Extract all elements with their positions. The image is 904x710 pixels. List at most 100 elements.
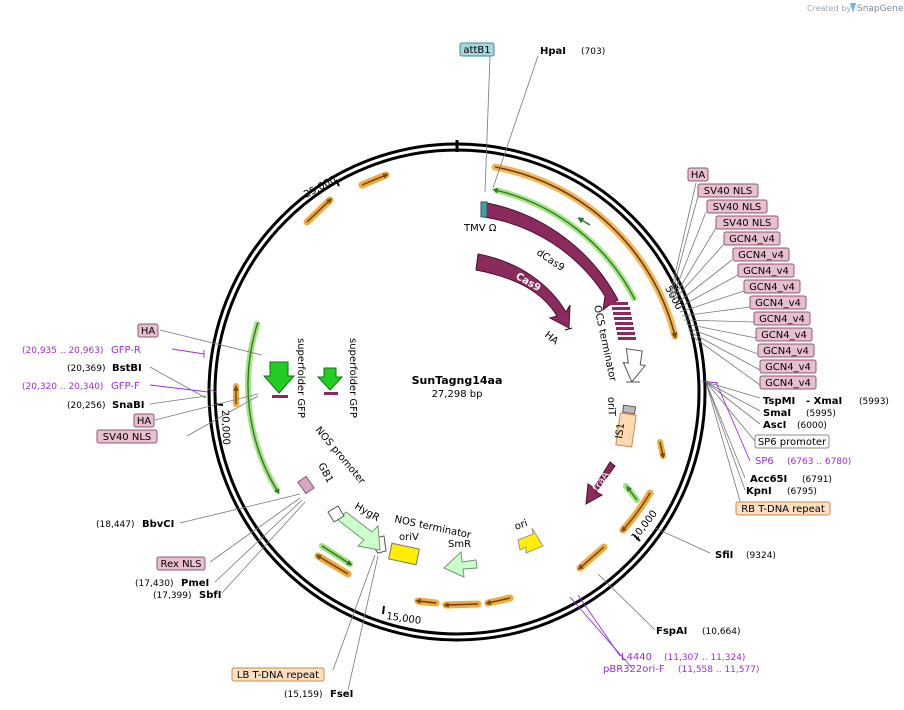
- svg-text:SV40 NLS: SV40 NLS: [723, 218, 772, 229]
- bbvci-site[interactable]: BbvCI: [142, 519, 174, 530]
- smr-label: SmR: [448, 539, 471, 550]
- gfp-f-pos: (20,320 .. 20,340): [22, 382, 103, 392]
- svg-text:LB T-DNA repeat: LB T-DNA repeat: [237, 670, 319, 681]
- hpai-site[interactable]: HpaI: [540, 46, 566, 57]
- gfp-f-primer[interactable]: GFP-F: [111, 381, 140, 392]
- gfp-r-primer[interactable]: GFP-R: [111, 345, 141, 356]
- pbr322ori-pos: (11,558 .. 11,577): [678, 665, 759, 675]
- gb1-feature[interactable]: [297, 475, 315, 495]
- dcas9-feature[interactable]: [483, 202, 619, 312]
- tmv-omega-feature[interactable]: [480, 201, 488, 218]
- svg-text:RB T-DNA repeat: RB T-DNA repeat: [741, 504, 825, 515]
- left-box-ha-2[interactable]: HA: [133, 413, 155, 428]
- sfgfp-label-2: superfolder GFP: [347, 338, 358, 418]
- right-box-ha[interactable]: HA: [687, 167, 709, 182]
- right-box-gcn4-3[interactable]: GCN4_v4: [737, 263, 795, 278]
- tick-15000: 15,000: [386, 611, 422, 627]
- plasmid-name: SunTagng14aa: [412, 374, 503, 387]
- rb-tdna-box[interactable]: RB T-DNA repeat: [735, 501, 831, 516]
- svg-text:GCN4_v4: GCN4_v4: [738, 250, 784, 261]
- svg-text:GCN4_v4: GCN4_v4: [749, 282, 795, 293]
- pmei-site[interactable]: PmeI: [181, 578, 209, 589]
- svg-text:SV40 NLS: SV40 NLS: [704, 186, 753, 197]
- ori-label: ori: [513, 518, 529, 533]
- fspai-pos: (10,664): [702, 627, 741, 637]
- svg-text:GCN4_v4: GCN4_v4: [763, 346, 809, 357]
- svg-text:GCN4_v4: GCN4_v4: [729, 234, 775, 245]
- fsei-site[interactable]: FseI: [330, 689, 353, 700]
- oriv-feature[interactable]: [388, 542, 420, 566]
- right-box-gcn4-10[interactable]: GCN4_v4: [759, 375, 817, 390]
- plasmid-length: 27,298 bp: [432, 389, 483, 400]
- tspmi-site[interactable]: TspMI: [763, 396, 795, 407]
- right-box-sv40-1[interactable]: SV40 NLS: [697, 183, 759, 198]
- is1-feature[interactable]: [615, 412, 637, 448]
- fspai-site[interactable]: FspAI: [656, 626, 687, 637]
- right-box-gcn4-7[interactable]: GCN4_v4: [755, 327, 813, 342]
- left-box-sv40-nls[interactable]: SV40 NLS: [96, 429, 158, 444]
- tmv-omega-label: TMV Ω: [463, 223, 497, 234]
- svg-text:HA: HA: [141, 326, 156, 337]
- smai-pos: (5995): [806, 409, 836, 419]
- orange-arc-top-arrow: [494, 166, 678, 340]
- snabi-site[interactable]: SnaBI: [112, 400, 144, 411]
- svg-text:Rex NLS: Rex NLS: [161, 559, 202, 570]
- right-box-sv40-2[interactable]: SV40 NLS: [706, 199, 768, 214]
- svg-text:GCN4_v4: GCN4_v4: [761, 330, 807, 341]
- l4440-primer[interactable]: L4440: [621, 652, 652, 663]
- sp6-promoter-box[interactable]: SP6 promoter: [754, 434, 830, 449]
- asci-pos: (6000): [797, 421, 827, 431]
- right-box-sv40-3[interactable]: SV40 NLS: [715, 215, 779, 230]
- right-box-gcn4-4[interactable]: GCN4_v4: [743, 279, 801, 294]
- sp6-primer[interactable]: SP6: [755, 456, 774, 467]
- right-box-gcn4-9[interactable]: GCN4_v4: [759, 359, 817, 374]
- xmai-site[interactable]: - XmaI: [806, 396, 842, 407]
- right-box-gcn4-8[interactable]: GCN4_v4: [757, 343, 815, 358]
- right-box-gcn4-5[interactable]: GCN4_v4: [749, 295, 807, 310]
- kpni-site[interactable]: KpnI: [746, 486, 772, 497]
- right-feature-boxes: HA SV40 NLS SV40 NLS SV40 NLS GCN4_v4 GC…: [687, 167, 817, 390]
- traa-feature[interactable]: [585, 461, 616, 505]
- right-box-gcn4-1[interactable]: GCN4_v4: [723, 231, 781, 246]
- pmei-pos: (17,430): [135, 579, 174, 589]
- svg-text:GCN4_v4: GCN4_v4: [755, 298, 801, 309]
- sbfi-site[interactable]: SbfI: [199, 590, 221, 601]
- attb1-box[interactable]: attB1: [459, 42, 495, 57]
- left-box-ha-1[interactable]: HA: [137, 323, 159, 338]
- ocs-terminator-feature[interactable]: [621, 348, 647, 384]
- sfgfp-feature-2[interactable]: [316, 367, 344, 391]
- bstbi-site[interactable]: BstBI: [112, 363, 142, 374]
- bstbi-pos: (20,369): [67, 364, 106, 374]
- fsei-pos: (15,159): [284, 690, 323, 700]
- asci-site[interactable]: AscI: [763, 420, 786, 431]
- snapgene-logo-icon: [850, 3, 856, 13]
- svg-text:HA: HA: [137, 416, 152, 427]
- sfii-pos: (9324): [746, 551, 776, 561]
- svg-text:GCN4_v4: GCN4_v4: [759, 314, 805, 325]
- cas9-feature[interactable]: [475, 253, 571, 329]
- svg-text:SV40 NLS: SV40 NLS: [713, 202, 762, 213]
- right-box-gcn4-2[interactable]: GCN4_v4: [732, 247, 790, 262]
- oriv-label: oriV: [399, 532, 419, 543]
- acc65i-site[interactable]: Acc65I: [750, 474, 787, 485]
- sbfi-pos: (17,399): [153, 591, 192, 601]
- right-box-gcn4-6[interactable]: GCN4_v4: [753, 311, 811, 326]
- svg-text:attB1: attB1: [463, 45, 490, 56]
- pbr322ori-primer[interactable]: pBR322ori-F: [603, 664, 665, 675]
- smai-site[interactable]: SmaI: [763, 408, 791, 419]
- sfii-site[interactable]: SfiI: [715, 550, 733, 561]
- smr-feature[interactable]: [443, 550, 478, 578]
- svg-text:SP6 promoter: SP6 promoter: [758, 437, 827, 448]
- left-box-rex-nls[interactable]: Rex NLS: [156, 556, 206, 571]
- orange-arc-top: [491, 163, 679, 340]
- hygr-feature[interactable]: [337, 511, 381, 551]
- sfgfp-feature-1[interactable]: [262, 361, 296, 394]
- snapgene-brand: SnapGene: [857, 4, 904, 14]
- ori-feature[interactable]: [517, 527, 544, 554]
- primer-leaders: [149, 348, 751, 669]
- snapgene-watermark: Created by SnapGene: [807, 3, 904, 14]
- lb-tdna-box[interactable]: LB T-DNA repeat: [231, 667, 325, 682]
- acc65i-pos: (6791): [802, 475, 832, 485]
- tspmi-pos: (5993): [859, 397, 889, 407]
- snabi-pos: (20,256): [67, 401, 106, 411]
